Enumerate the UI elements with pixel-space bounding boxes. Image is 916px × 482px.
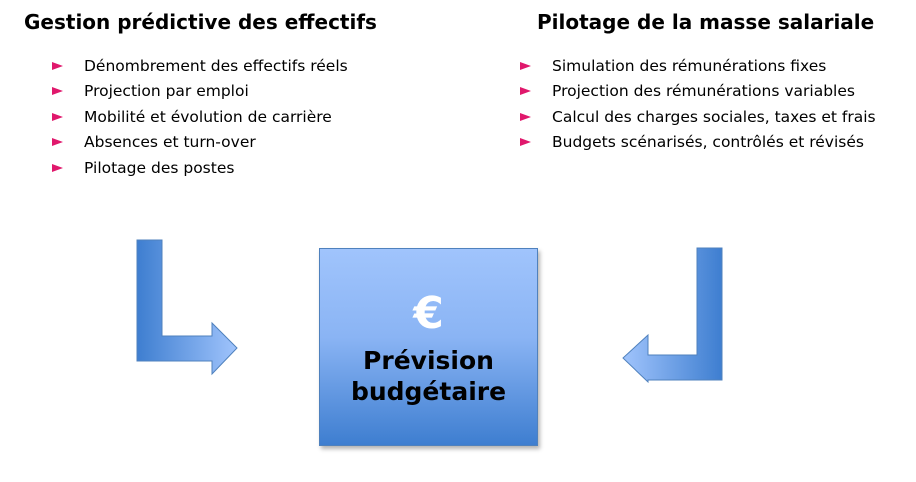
box-line2: budgétaire [350, 377, 507, 406]
item-text: Pilotage des postes [84, 158, 235, 177]
bullet-triangle-icon [52, 138, 63, 147]
list-item: Projection des rémunérations variables [518, 79, 876, 105]
bullet-triangle-icon [52, 61, 63, 70]
item-text: Simulation des rémunérations fixes [552, 56, 827, 75]
list-item: Simulation des rémunérations fixes [518, 53, 876, 79]
right-list: Simulation des rémunérations fixes Proje… [518, 53, 876, 155]
item-text: Mobilité et évolution de carrière [84, 107, 332, 126]
bullet-triangle-icon [520, 138, 531, 147]
bullet-triangle-icon [52, 87, 63, 96]
box-line1: Prévision [363, 346, 494, 375]
list-item: Pilotage des postes [50, 155, 348, 181]
item-text: Projection des rémunérations variables [552, 82, 855, 101]
bullet-triangle-icon [520, 61, 531, 70]
item-text: Budgets scénarisés, contrôlés et révisés [552, 133, 864, 152]
bent-arrow-right-icon [136, 239, 238, 376]
bullet-triangle-icon [52, 112, 63, 121]
list-item: Mobilité et évolution de carrière [50, 104, 348, 130]
left-list: Dénombrement des effectifs réels Project… [50, 53, 348, 181]
right-title: Pilotage de la masse salariale [537, 10, 875, 34]
list-item: Absences et turn-over [50, 130, 348, 156]
list-item: Projection par emploi [50, 79, 348, 105]
list-item: Calcul des charges sociales, taxes et fr… [518, 104, 876, 130]
item-text: Absences et turn-over [84, 133, 256, 152]
bullet-triangle-icon [52, 163, 63, 172]
item-text: Calcul des charges sociales, taxes et fr… [552, 107, 876, 126]
list-item: Budgets scénarisés, contrôlés et révisés [518, 130, 876, 156]
left-title: Gestion prédictive des effectifs [24, 10, 377, 34]
item-text: Projection par emploi [84, 82, 249, 101]
item-text: Dénombrement des effectifs réels [84, 56, 348, 75]
euro-icon: € [413, 288, 444, 339]
bullet-triangle-icon [520, 87, 531, 96]
bent-arrow-left-icon [622, 247, 723, 384]
bullet-triangle-icon [520, 112, 531, 121]
list-item: Dénombrement des effectifs réels [50, 53, 348, 79]
